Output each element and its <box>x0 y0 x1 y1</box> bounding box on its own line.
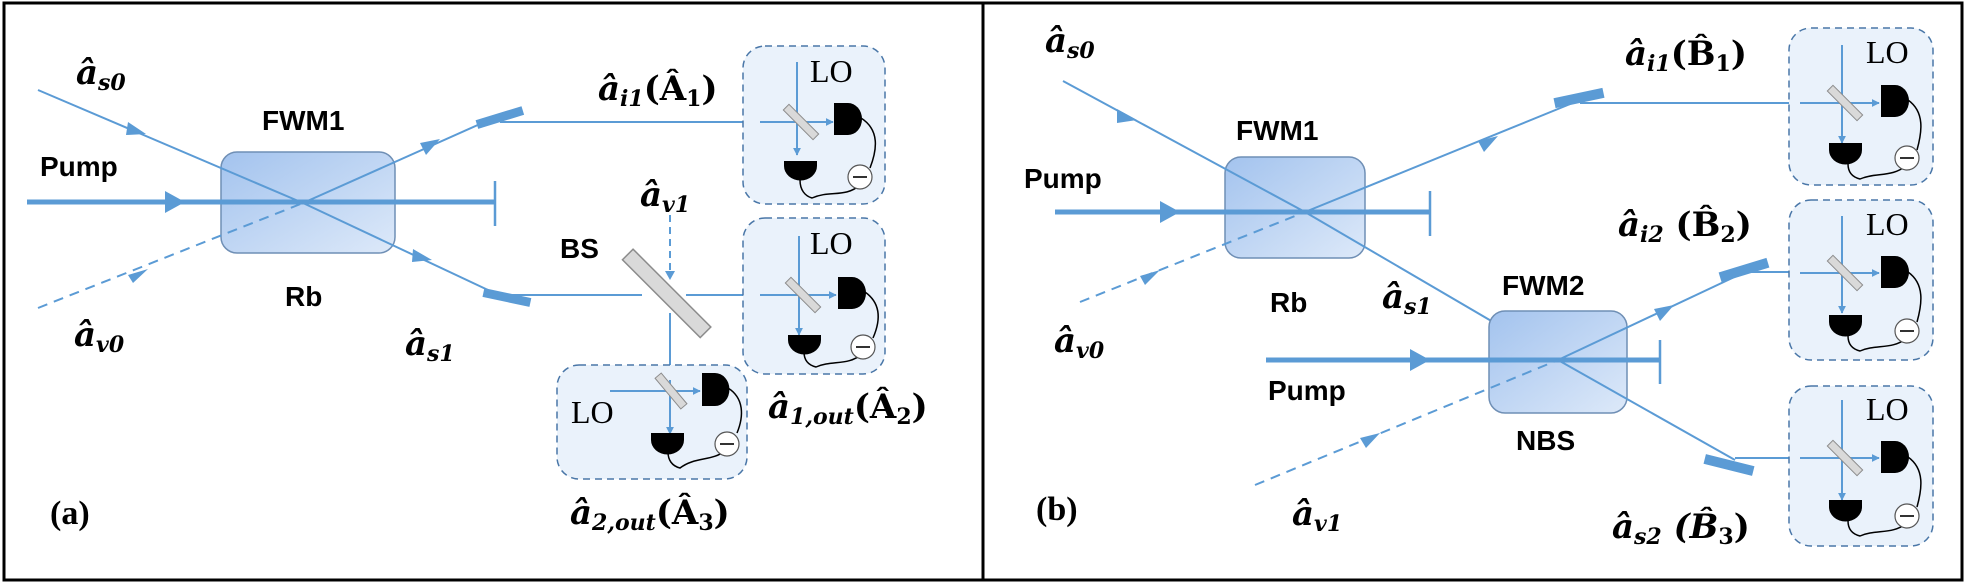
vacuum-v1-arrow <box>665 271 675 280</box>
seed-beam-s0 <box>37 89 304 204</box>
vacuum-beam-v0 <box>1079 211 1306 303</box>
detector-icon <box>702 373 730 406</box>
panel-label-b: (b) <box>1036 491 1078 528</box>
vacuum-arrow <box>1360 433 1380 448</box>
vacuum-beam-v0 <box>37 202 304 309</box>
mode-label-s0: âs0 <box>76 53 126 96</box>
mirror-signal <box>482 288 532 307</box>
signal-beam-s1 <box>302 202 506 299</box>
mode-label-s2: âs2 (B̂3) <box>1612 506 1750 550</box>
homodyne-detector-b3: LO <box>1788 385 1934 547</box>
mirror-signal-2 <box>1703 454 1755 476</box>
lo-label: LO <box>810 225 853 261</box>
mode-label-v1: âv1 <box>640 175 690 218</box>
detector-icon <box>1881 85 1909 117</box>
mode-label-s1: âs1 <box>405 324 455 367</box>
idler-arrow <box>1478 136 1498 152</box>
bs-label: BS <box>560 233 599 264</box>
cell-label-rb: Rb <box>285 281 322 312</box>
detector-icon <box>651 433 684 455</box>
detector-icon <box>838 277 866 309</box>
vacuum-beam-v1 <box>1254 359 1559 486</box>
detector-wire <box>799 117 876 199</box>
seed-arrow <box>1117 109 1137 123</box>
homodyne-detector-a3: LO <box>556 364 748 480</box>
mode-label-v0: âv0 <box>74 315 125 358</box>
crystal-label-fwm2: FWM2 <box>1502 270 1584 301</box>
idler-arrow <box>420 139 440 155</box>
homodyne-detector-b1: LO <box>1788 27 1934 186</box>
lo-label: LO <box>1866 206 1909 242</box>
mode-label-i2: âi2 (B̂2) <box>1618 204 1752 248</box>
idler-arrow <box>1654 305 1674 321</box>
lo-label: LO <box>571 394 614 430</box>
cell-label-rb: Rb <box>1270 287 1307 318</box>
mode-label-s0: âs0 <box>1045 21 1095 64</box>
pump-arrow <box>1410 349 1430 371</box>
detector-icon <box>834 103 862 135</box>
panel-label-a: (a) <box>50 495 90 532</box>
detector-icon <box>1829 315 1862 337</box>
pump-label: Pump <box>40 151 118 182</box>
detector-icon <box>1881 441 1909 473</box>
lo-label: LO <box>810 53 853 89</box>
idler-beam-i2 <box>1557 271 1746 361</box>
signal-beam-s2 <box>1557 359 1736 461</box>
idler-beam-i1 <box>302 123 481 204</box>
vacuum-arrow <box>1140 270 1160 285</box>
panel-a: LO LO LO FWM1 <box>27 45 928 536</box>
seed-beam-s0 <box>1062 80 1306 213</box>
homodyne-detector-a2: LO <box>742 217 886 375</box>
seed-arrow <box>126 122 146 135</box>
pump-arrow <box>165 191 185 213</box>
detector-icon <box>784 161 817 181</box>
mode-label-out2: â2,out(Â3) <box>570 492 730 536</box>
idler-beam-i1 <box>1304 99 1581 213</box>
mirror-idler-2 <box>1718 257 1770 283</box>
mirror-idler-1 <box>1553 87 1605 109</box>
detector-icon <box>1829 143 1862 165</box>
lo-label: LO <box>1866 34 1909 70</box>
crystal-label-fwm1: FWM1 <box>1236 115 1318 146</box>
detector-icon <box>1829 500 1862 522</box>
lo-beam-splitter <box>782 103 820 141</box>
vacuum-arrow <box>128 269 148 283</box>
pump-label-1: Pump <box>1024 163 1102 194</box>
lo-label: LO <box>1866 391 1909 427</box>
homodyne-detector-a1: LO <box>742 45 886 205</box>
mirror-idler <box>475 106 525 129</box>
cell-label-nbs: NBS <box>1516 425 1575 456</box>
signal-arrow <box>412 249 432 262</box>
homodyne-detector-b2: LO <box>1788 199 1934 361</box>
panel-b: LO LO LO FWM1 Rb FW <box>1024 21 1934 550</box>
detector-icon <box>788 335 821 355</box>
mode-label-out1: â1,out(Â2) <box>768 386 928 430</box>
crystal-label-fwm1: FWM1 <box>262 105 344 136</box>
mode-label-i1: âi1(Â1) <box>598 68 718 112</box>
pump-arrow <box>1160 201 1180 223</box>
mode-label-s1: âs1 <box>1382 277 1432 320</box>
mode-label-v0: âv0 <box>1054 321 1105 364</box>
mode-label-i1: âi1(B̂1) <box>1625 33 1747 77</box>
mode-label-v1: âv1 <box>1292 494 1342 537</box>
detector-icon <box>1881 256 1909 288</box>
pump-label-2: Pump <box>1268 375 1346 406</box>
beam-splitter <box>621 248 712 339</box>
